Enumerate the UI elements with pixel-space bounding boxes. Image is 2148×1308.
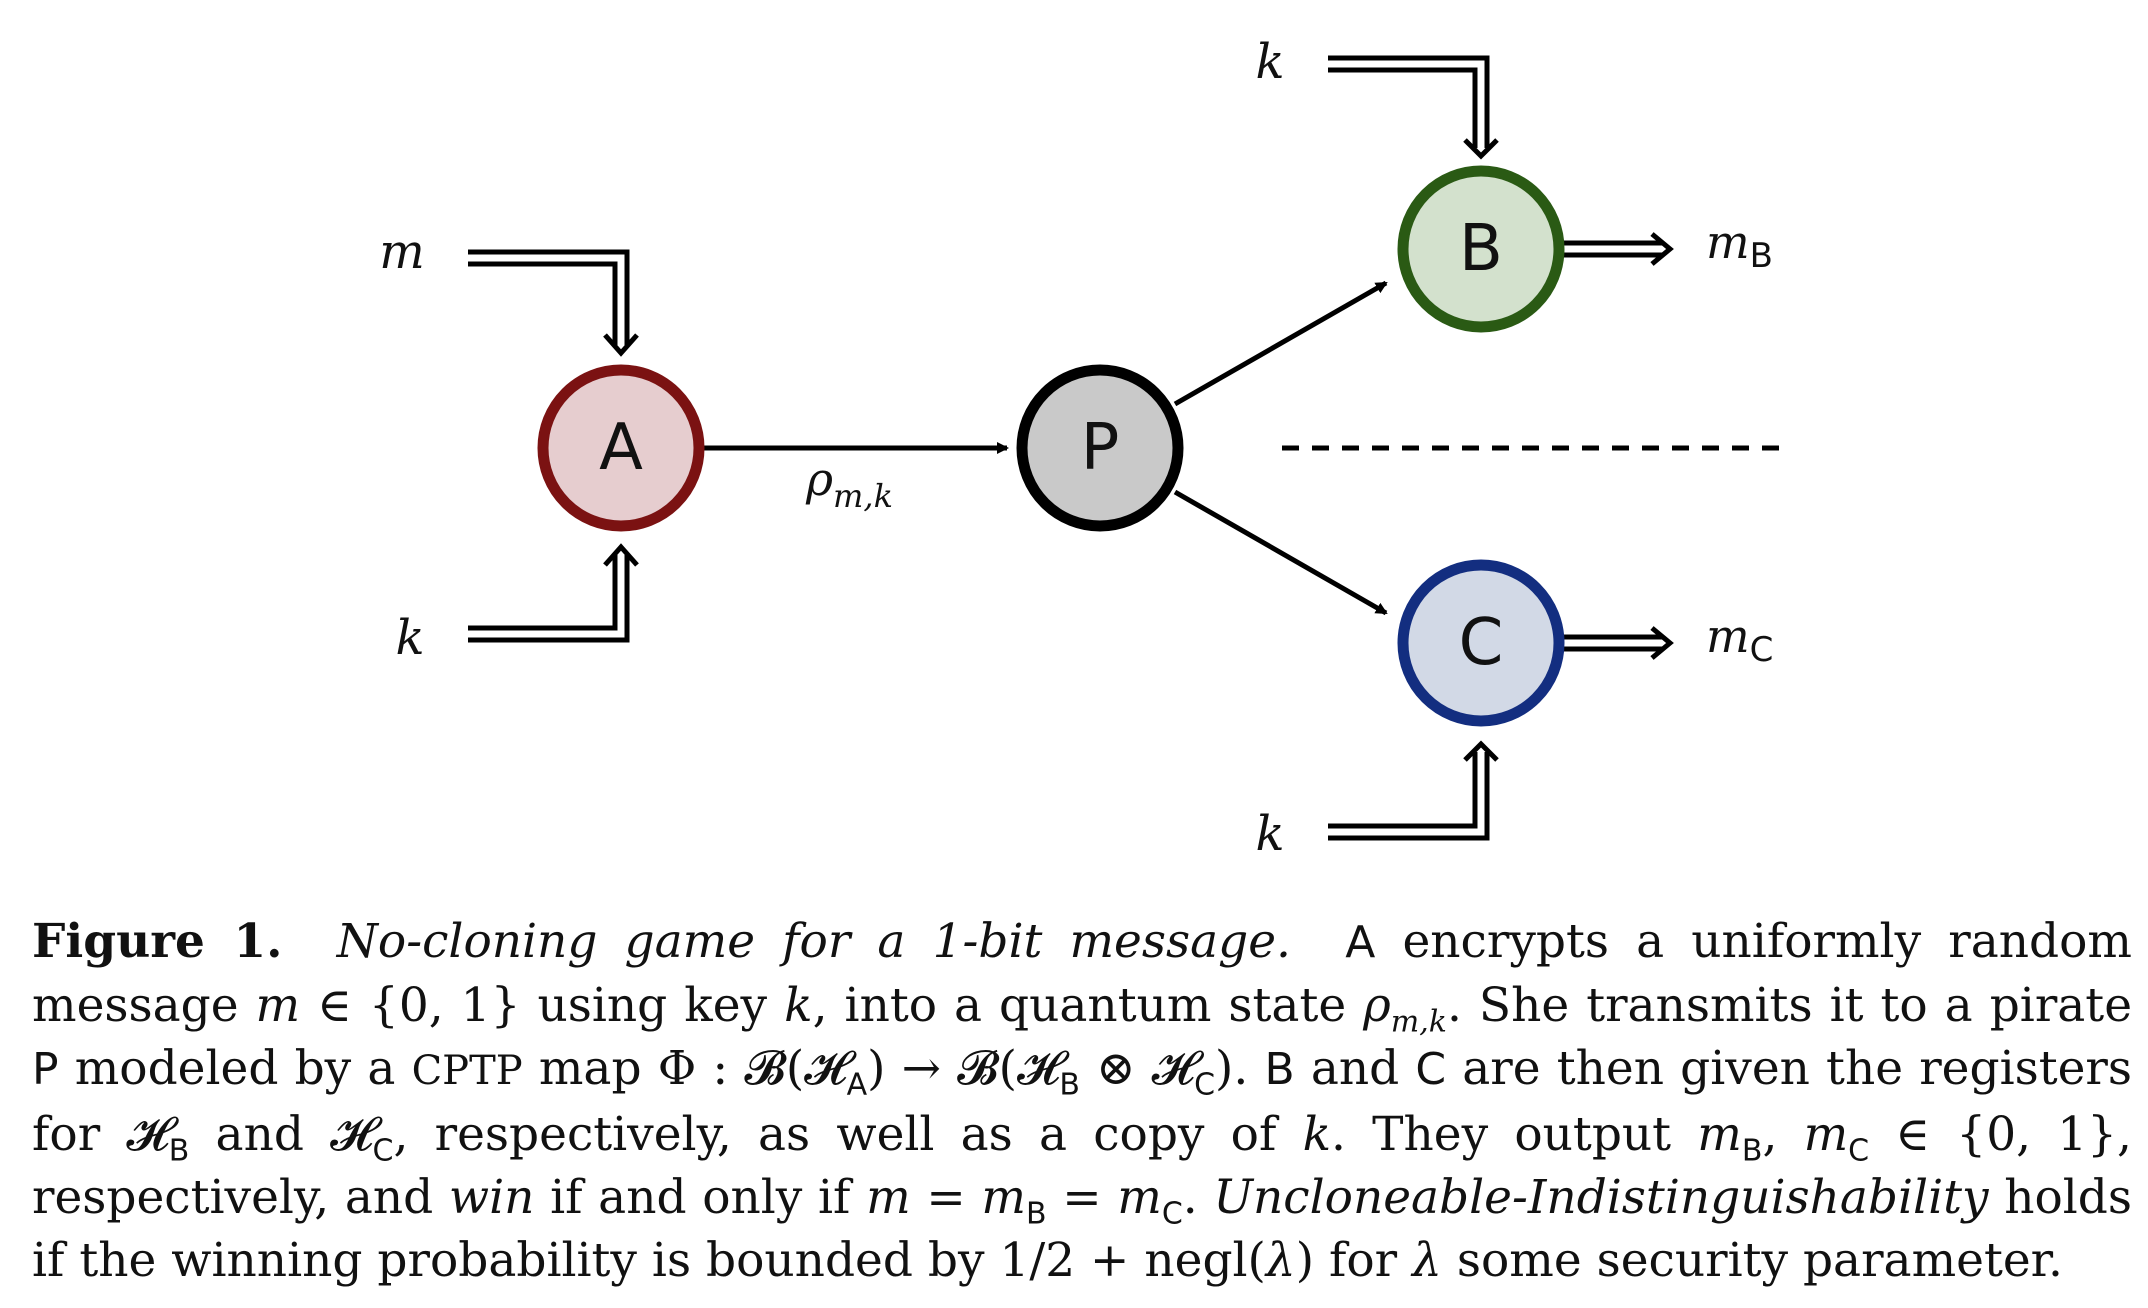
caption-text: 1/2 (999, 1233, 1076, 1288)
caption-text: . She transmits it to a pirate (1446, 978, 2133, 1033)
caption-text: holds if the winning probability is boun… (32, 1170, 2133, 1288)
m-b-base: m (1706, 215, 1750, 269)
caption-text: 𝓗 (126, 1107, 169, 1162)
message-to-a-arrow (468, 249, 639, 357)
caption-text: ∈ {0, 1}, respectively, and (32, 1107, 2132, 1225)
c-output-arrow (1563, 626, 1674, 660)
caption-text: ρ (1363, 978, 1391, 1033)
caption-text: 𝓑(𝓗 (744, 1041, 847, 1096)
caption-text: m (866, 1170, 911, 1225)
caption-text: map Φ : (522, 1041, 745, 1096)
caption-text: m (981, 1170, 1026, 1225)
node-p-circle (1016, 364, 1184, 532)
caption-text: C (1194, 1067, 1216, 1103)
caption-text: m (1697, 1107, 1742, 1162)
caption-text: m (255, 978, 301, 1033)
node-p-label: P (1081, 411, 1120, 485)
node-a: A (537, 364, 705, 532)
caption-text: , respectively, as well as a copy of (393, 1107, 1303, 1162)
rho-subscript: m,k (833, 477, 893, 515)
caption-text: m (1803, 1107, 1849, 1162)
node-b-circle (1397, 165, 1565, 333)
caption-text: B (1059, 1067, 1080, 1103)
caption-text: B (1025, 1196, 1047, 1232)
caption-text: C (372, 1133, 394, 1169)
label-key-k-b: k (1255, 34, 1284, 90)
caption-text: are then given the registers for (32, 1041, 2133, 1162)
node-c-label: C (1459, 606, 1504, 680)
caption-text: B (1741, 1133, 1763, 1169)
caption-text: . They output (1331, 1107, 1698, 1162)
caption-text: and (1294, 1041, 1416, 1096)
caption-text: m (1117, 1170, 1162, 1225)
caption-text: ). (1215, 1041, 1265, 1096)
label-m-b: mB (1706, 215, 1773, 276)
p-to-b-arrow (1173, 280, 1388, 407)
caption-text: C (1848, 1133, 1870, 1169)
caption-text: ) → (867, 1041, 958, 1096)
m-c-subscript: C (1750, 630, 1774, 670)
caption-text: P (32, 1044, 59, 1095)
node-a-circle (537, 364, 705, 532)
caption-text: 𝓗 (330, 1107, 373, 1162)
caption-text: some security parameter. (1441, 1233, 2063, 1288)
caption-text: + negl( (1075, 1233, 1266, 1288)
caption-text: modeled by a (58, 1041, 412, 1096)
caption-text: CPTP (411, 1048, 523, 1094)
caption-text: m,k (1390, 1004, 1447, 1040)
key-to-b-arrow (1328, 55, 1499, 160)
b-output-arrow (1563, 232, 1674, 266)
caption-text: k (1302, 1107, 1332, 1162)
game-diagram: A P B C m k k k ρm,k mB mC (379, 34, 1780, 862)
caption-text: ∈ {0, 1} using key (300, 978, 785, 1033)
figure-caption: Figure 1. No-cloning game for a 1-bit me… (32, 910, 2132, 1292)
figure-title: No-cloning game for a 1-bit message. (336, 914, 1291, 969)
m-b-subscript: B (1750, 236, 1773, 276)
caption-text: ) for (1295, 1233, 1413, 1288)
node-b: B (1397, 165, 1565, 333)
caption-text: C (1161, 1196, 1183, 1232)
node-p: P (1016, 364, 1184, 532)
caption-text: k (784, 978, 813, 1033)
rho-symbol: ρ (805, 452, 833, 506)
caption-text: = (1046, 1170, 1118, 1225)
caption-text: Uncloneable-Indistinguishability (1213, 1170, 1989, 1225)
caption-text: A (1345, 917, 1376, 968)
label-m-c: mC (1706, 609, 1773, 670)
caption-text: ⊗ (1079, 1041, 1152, 1096)
caption-text: and (189, 1107, 331, 1162)
caption-text: C (1415, 1044, 1447, 1095)
caption-text: . (1182, 1170, 1214, 1225)
node-c-circle (1397, 559, 1565, 727)
caption-text: , (1762, 1107, 1804, 1162)
node-c: C (1397, 559, 1565, 727)
p-to-c-arrow (1173, 489, 1388, 616)
caption-text: encrypts a uniformly random message (32, 914, 2132, 1033)
caption-text: B (168, 1133, 190, 1169)
label-key-k-c: k (1255, 806, 1284, 862)
label-rho: ρm,k (805, 452, 893, 515)
caption-text: λ (1412, 1233, 1442, 1288)
node-a-label: A (599, 411, 643, 485)
label-message-m: m (379, 224, 425, 280)
caption-text: if and only if (534, 1170, 867, 1225)
caption-text: A (846, 1067, 868, 1103)
caption-text: , into a quantum state (812, 978, 1364, 1033)
figure-label: Figure 1. (32, 914, 283, 969)
m-c-base: m (1706, 609, 1750, 663)
key-to-a-arrow (468, 543, 639, 643)
caption-text: win (448, 1170, 535, 1225)
caption-text: 𝓑(𝓗 (957, 1041, 1060, 1096)
caption-text: λ (1265, 1233, 1296, 1288)
caption-text: = (910, 1170, 982, 1225)
caption-text: 𝓗 (1151, 1041, 1195, 1096)
node-b-label: B (1459, 212, 1503, 286)
label-key-k-a: k (395, 610, 424, 666)
key-to-c-arrow (1328, 740, 1499, 841)
caption-text: B (1264, 1044, 1295, 1095)
